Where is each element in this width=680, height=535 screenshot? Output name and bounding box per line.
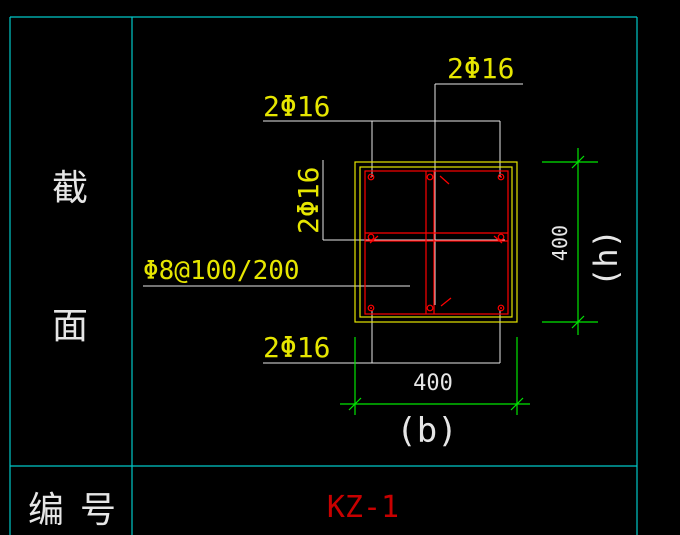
rebar-bars <box>367 173 505 312</box>
dimension-height <box>542 148 598 335</box>
rebar-bar-dot <box>500 176 502 178</box>
rebar-bar <box>367 233 375 241</box>
rebar-label-top-right: 2Φ16 <box>447 52 514 85</box>
dim-height-value: 400 <box>548 225 572 261</box>
rebar-bar <box>497 173 505 181</box>
outer-stirrup <box>364 170 509 315</box>
stirrup-label: Φ8@100/200 <box>143 256 300 286</box>
dim-width-tick-left <box>348 397 362 411</box>
rebar-label-bottom: 2Φ16 <box>263 331 330 364</box>
dim-width-symbol: (b) <box>396 411 457 451</box>
dim-width-tick-right <box>510 397 524 411</box>
table-frame <box>9 16 638 535</box>
number-label-char-2: 号 <box>80 490 116 531</box>
dim-height-tick-top <box>571 155 585 169</box>
rebar-bar <box>497 233 505 241</box>
section-label-char-2: 面 <box>52 306 88 347</box>
rebar-label-side: 2Φ16 <box>292 167 325 234</box>
rebar-bar <box>497 304 505 312</box>
rebar-label-top-left: 2Φ16 <box>263 90 330 123</box>
concrete-section-outer <box>354 161 518 323</box>
leader-lines <box>143 83 523 364</box>
member-id: KZ-1 <box>327 490 399 525</box>
hook-4 <box>493 235 503 244</box>
dim-height-tick-bottom <box>571 315 585 329</box>
hook-3 <box>369 235 379 244</box>
dimension-width <box>340 337 530 415</box>
number-label-char-1: 编 <box>28 490 64 531</box>
concrete-section-inner <box>359 166 513 318</box>
rebar-bar-dot <box>370 176 372 178</box>
hook-2 <box>440 297 452 307</box>
rebar-bar <box>426 173 434 181</box>
rebar-bar-dots <box>370 176 502 309</box>
rebar-bar-dot <box>500 307 502 309</box>
section-label-char-1: 截 <box>52 168 88 209</box>
stirrup-group <box>364 170 509 315</box>
hook-1 <box>439 175 450 185</box>
dim-width-value: 400 <box>413 371 453 396</box>
rebar-bar <box>367 173 375 181</box>
dim-height-symbol: (h) <box>587 229 625 287</box>
rebar-bar <box>367 304 375 312</box>
rebar-bar <box>426 304 434 312</box>
rebar-bar-dot <box>370 307 372 309</box>
